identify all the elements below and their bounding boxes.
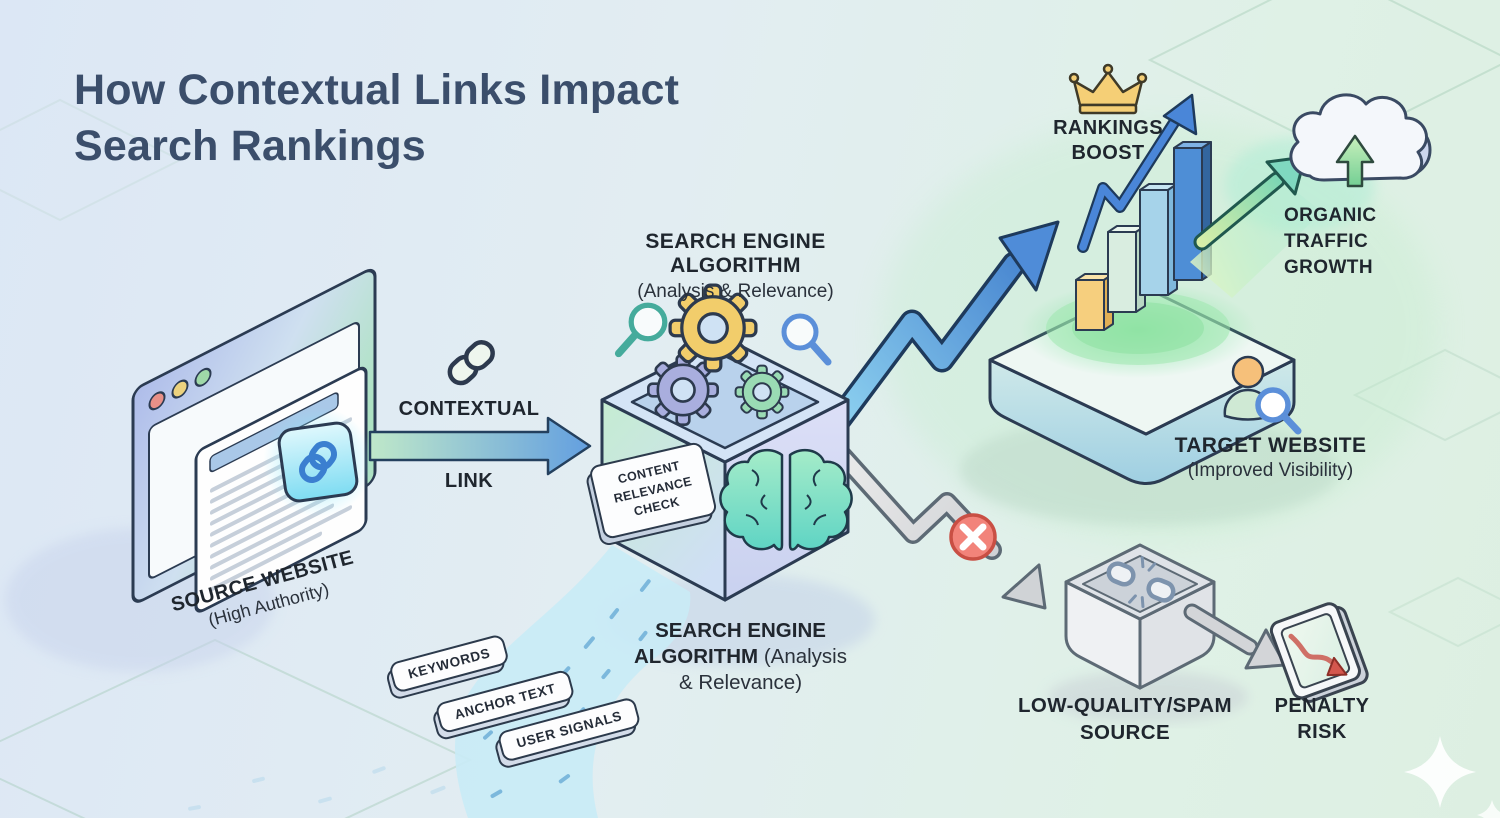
page-title-line2: Search Rankings [74,122,426,170]
algorithm-bottom-label: SEARCH ENGINE ALGORITHM (Analysis & Rele… [634,619,847,694]
bar-3 [1139,183,1178,296]
penalty-arrow-icon [1183,603,1287,670]
up-arrow-icon [1335,134,1375,188]
brain-icon [719,448,853,551]
broken-chain-icon [1106,556,1176,609]
magnifier-icon [784,316,828,362]
crown-icon [1068,63,1148,115]
contextual-label: CONTEXTUAL [398,398,540,420]
organic-traffic-label: ORGANIC TRAFFIC GROWTH [1284,205,1377,278]
link-icon [263,407,373,517]
growth-line-arrow-icon [1077,93,1198,253]
light-beam [1190,180,1322,298]
cross-icon [949,513,997,561]
success-arrow-icon [823,220,1060,437]
rankings-boost-label: RANKINGS BOOST [1053,117,1163,164]
page-title: How Contextual Links Impact Search Ranki… [74,62,794,174]
traffic-light-dots [148,367,212,411]
chain-link-icon [445,338,497,388]
penalty-risk-label: PENALTY RISK [1274,695,1370,743]
page-title-line1: How Contextual Links Impact [74,66,680,114]
magnifier-icon [619,305,665,353]
source-website-illustration [131,268,377,613]
sparkle-icon [1404,736,1500,818]
algorithm-top-label: SEARCH ENGINE ALGORITHM (Analysis & Rele… [637,230,834,302]
spam-source-label: LOW-QUALITY/SPAM SOURCE [1017,694,1232,744]
person-search-icon [1223,355,1302,435]
target-website-label: TARGET WEBSITE (Improved Visibility) [1174,434,1367,481]
link-label: LINK [444,470,494,492]
cloud-upload-icon [1289,93,1432,188]
gear-icon [734,364,790,420]
spam-cube [1064,543,1216,690]
decline-graph-icon [1269,602,1369,703]
rankings-bar-chart [1075,93,1212,331]
contextual-link-arrow [368,416,592,476]
